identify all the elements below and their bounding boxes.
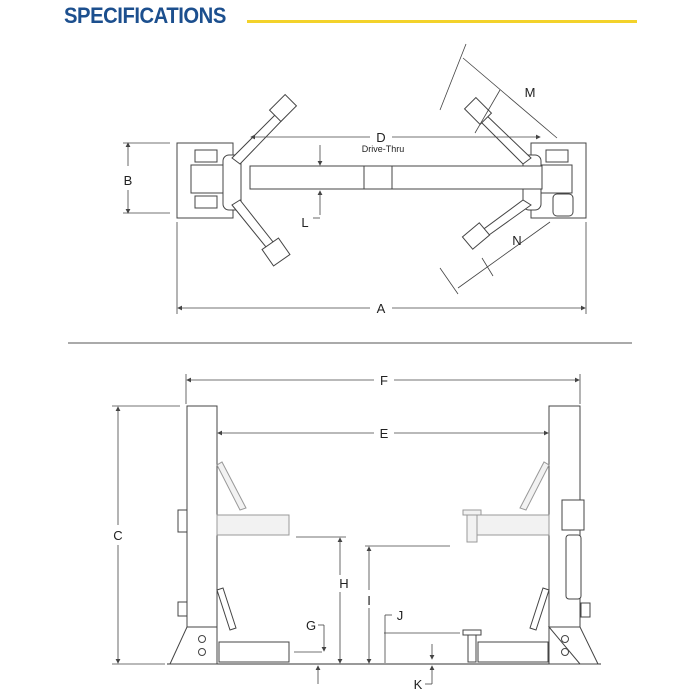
label-E: E (380, 426, 389, 441)
label-A: A (377, 301, 386, 316)
right-column (547, 405, 599, 665)
label-H: H (339, 576, 348, 591)
dimension-J: J (384, 608, 460, 663)
dimension-D: D Drive-Thru (250, 130, 541, 154)
lowered-arms (216, 587, 550, 663)
dimension-M: M (439, 43, 558, 139)
dimension-L: L (301, 145, 323, 230)
overhead-beam (249, 165, 543, 190)
label-C: C (113, 528, 122, 543)
dimension-F: F (185, 373, 581, 404)
label-drive-thru: Drive-Thru (362, 144, 405, 154)
label-I: I (367, 593, 371, 608)
left-column (169, 405, 218, 665)
label-D: D (376, 130, 385, 145)
label-F: F (380, 373, 388, 388)
top-view: B A D Drive-Thru L M (123, 43, 587, 316)
dimension-C: C (112, 405, 180, 665)
dimension-G: G (294, 618, 327, 684)
dimension-I: I (365, 545, 450, 664)
left-base-plate (176, 142, 242, 219)
lift-arms (231, 93, 532, 267)
dimension-A: A (176, 222, 587, 316)
label-J: J (397, 608, 404, 623)
dimension-E: E (217, 426, 549, 441)
label-B: B (124, 173, 133, 188)
raised-arms (216, 461, 550, 543)
dimension-K: K (414, 644, 435, 692)
dimension-N: N (439, 221, 551, 295)
label-K: K (414, 677, 423, 692)
label-L: L (301, 215, 308, 230)
title-underline (247, 20, 637, 23)
dimension-H: H (296, 536, 349, 664)
front-view: F E C H I G (112, 373, 601, 692)
label-M: M (525, 85, 536, 100)
page-title: SPECIFICATIONS (64, 3, 226, 28)
label-G: G (306, 618, 316, 633)
dimension-B: B (123, 142, 170, 214)
label-N: N (512, 233, 521, 248)
